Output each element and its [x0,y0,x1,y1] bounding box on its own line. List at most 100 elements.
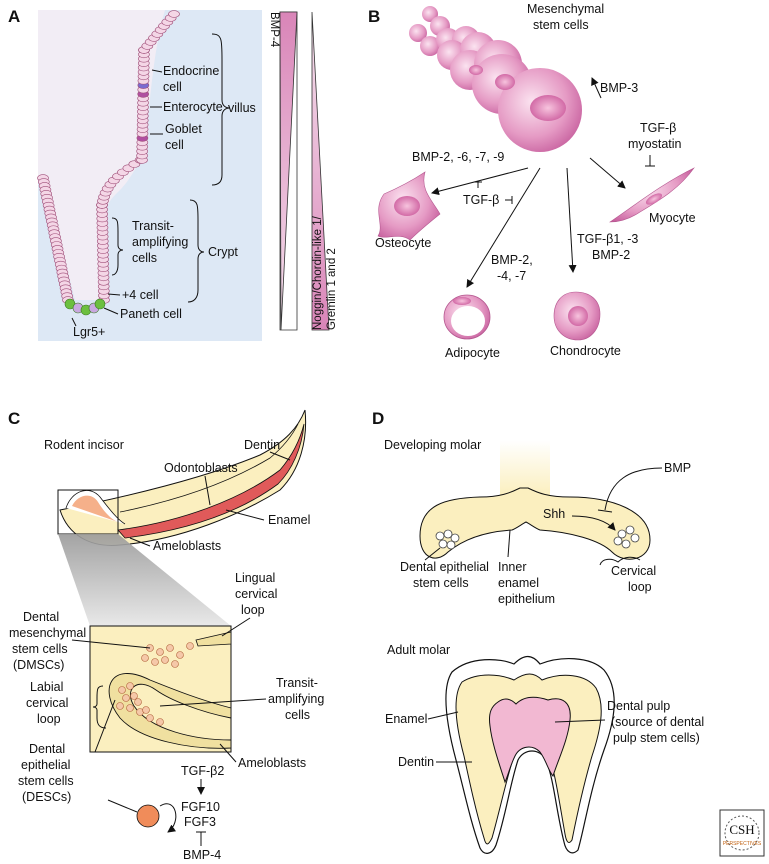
transit-bracket [111,217,124,276]
desc-cell [142,706,150,714]
pulp-label-3: pulp stem cells) [613,731,700,745]
logo-subtext: PERSPECTIVES [723,841,762,847]
intestinal-epithelium [37,10,180,316]
myocyte-label: Myocyte [649,211,696,225]
desc-cell [130,692,138,700]
dmsc-cell [176,651,184,659]
lingual-label-3: loop [241,603,265,617]
dmsc-cell [141,654,149,662]
desc-cell [118,686,126,694]
transit-label: Transit- [132,219,174,233]
chondrocyte-label: Chondrocyte [550,344,621,358]
endocrine-label: Endocrine [163,64,219,78]
noggin-label: Noggin/Chordin-like 1/ [312,215,324,330]
lingual-label: Lingual [235,571,275,585]
paneth-cell [94,298,106,310]
arrow-to-adipocyte [466,167,541,288]
desc-self-renewal [136,803,177,833]
desc-label-d-2: stem cells [413,576,469,590]
crypt-bracket [187,199,205,303]
dentin-label-d: Dentin [398,755,434,769]
osteocyte-cell [377,171,441,241]
bmp-label-d: BMP [664,461,691,475]
adult-molar-drawing [445,655,615,854]
tgfb-myostatin-label: TGF-β [640,121,676,135]
adipocyte-cell [443,294,491,340]
bmp4-label-c: BMP-4 [183,848,221,862]
epithelial-cell [168,10,180,18]
cervical-label: Cervical [611,564,656,578]
dmsc-cells [141,642,194,668]
desc-cell [156,718,164,726]
panel-d-letter: D [372,409,384,428]
cervical-label-2: loop [628,580,652,594]
desc-cell [122,694,130,702]
dmsc-label-2: mesenchymal [9,626,86,640]
bmp4-gradient [279,11,298,331]
adult-molar-label: Adult molar [387,643,450,657]
bmp247-label-2: -4, -7 [497,269,526,283]
bmp3-label: BMP-3 [600,81,638,95]
msc-label: Mesenchymal [527,2,604,16]
lgr5-label: Lgr5+ [73,325,105,339]
transit-label-3: cells [132,251,157,265]
tgfb2-label: TGF-β2 [181,764,224,778]
goblet-label: Goblet [165,122,202,136]
iee-label-2: enamel [498,576,539,590]
enterocyte-label: Enterocyte [163,100,223,114]
rodent-incisor-label: Rodent incisor [44,438,124,452]
osteocyte-label: Osteocyte [375,236,431,250]
shh-label: Shh [543,507,565,521]
crypt-label: Crypt [208,245,238,259]
labial-label-3: loop [37,712,61,726]
dmsc-cell [156,648,164,656]
tgfb-inhib-label: TGF-β [463,193,499,207]
ameloblasts-bottom-label: Ameloblasts [238,756,306,770]
desc-label-3: stem cells [18,774,74,788]
labial-label: Labial [30,680,63,694]
logo-text: CSH [729,822,754,837]
msc-label-2: stem cells [533,18,589,32]
myocyte-cell [609,167,695,223]
iee-label: Inner [498,560,527,574]
lingual-label-2: cervical [235,587,277,601]
csh-perspectives-logo: CSH PERSPECTIVES [719,809,765,857]
desc-cell [116,702,124,710]
paneth-label: Paneth cell [120,307,182,321]
goblet-label-2: cell [165,138,184,152]
enamel-label-c: Enamel [268,513,310,527]
ameloblasts-top-label: Ameloblasts [153,539,221,553]
dmsc-label-4: (DMSCs) [13,658,64,672]
arrow-to-chondrocyte [566,167,577,273]
desc-label-2: epithelial [21,758,70,772]
dmsc-cell [171,660,179,668]
dmsc-cell [186,642,194,650]
desc-cell [126,682,134,690]
rodent-incisor-drawing [59,409,307,546]
dmsc-cell [151,658,159,666]
plus4-label: +4 cell [122,288,158,302]
developing-molar-label: Developing molar [384,438,481,452]
enamel-label-d: Enamel [385,712,427,726]
panel-b-letter: B [368,7,380,26]
fgf3-label: FGF3 [184,815,216,829]
bmp247-label: BMP-2, [491,253,533,267]
endocrine-label-2: cell [163,80,182,94]
transit-label-2: amplifying [132,235,188,249]
lumen-area [38,10,165,300]
dmsc-cell [161,656,169,664]
villus-label: villus [228,101,256,115]
pulp-label-2: (source of dental [611,715,704,729]
desc-label: Dental [29,742,65,756]
tgfb-myostatin-label-2: myostatin [628,137,682,151]
desc-cells [116,682,164,726]
panel-c-letter: C [8,409,20,428]
bmp4-gradient-label: BMP-4 [268,12,280,48]
villus-bracket [211,33,231,186]
noggin-label-2: Gremlin 1 and 2 [326,248,338,330]
desc-cell [134,698,142,706]
transit-label-c: Transit- [276,676,318,690]
desc-cell [146,714,154,722]
adipocyte-label: Adipocyte [445,346,500,360]
